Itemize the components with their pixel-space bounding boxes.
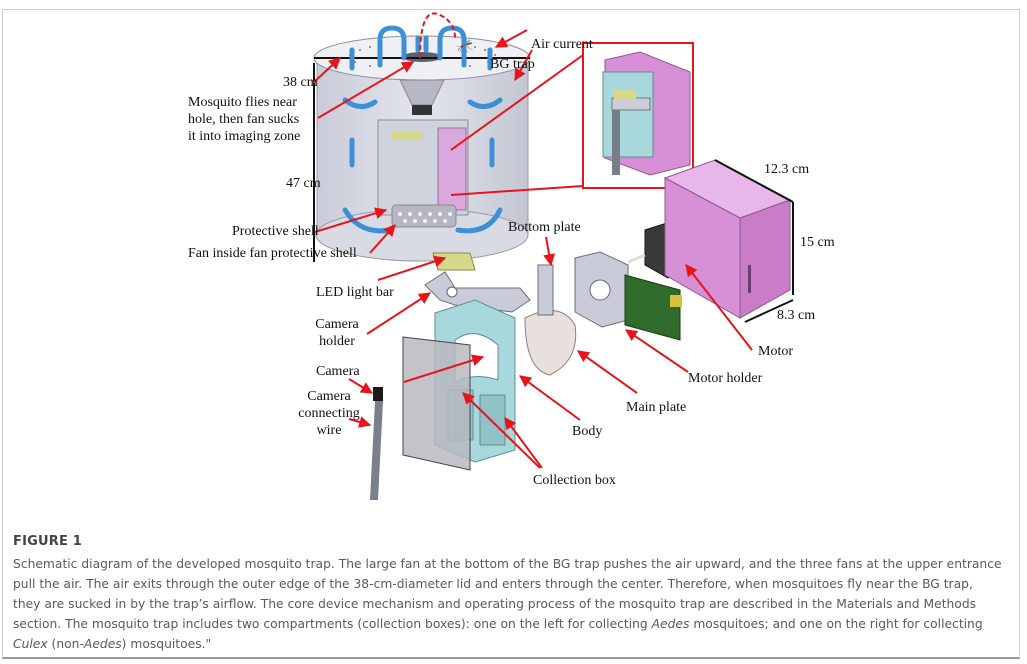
label-bg-trap: BG trap xyxy=(490,57,535,72)
caption-species-culex: Culex xyxy=(13,637,48,651)
label-fan-inside: Fan inside fan protective shell xyxy=(188,246,357,261)
label-bottom-plate: Bottom plate xyxy=(508,220,581,235)
label-camera-holder-1: Camera xyxy=(315,317,359,332)
label-collection-box: Collection box xyxy=(533,473,616,488)
label-mosquito-note-1: Mosquito flies near xyxy=(188,95,297,110)
label-camera-wire-3: wire xyxy=(316,423,342,438)
label-body: Body xyxy=(572,424,603,439)
figure-diagram: 🦟 xyxy=(188,12,835,500)
enclosure-part xyxy=(663,159,794,323)
motor-holder-part xyxy=(574,251,629,328)
mosquito-icon: 🦟 xyxy=(456,37,474,53)
camera-wire-part xyxy=(370,387,383,500)
label-trap-height: 47 cm xyxy=(286,176,321,191)
caption-species-aedes-2: Aedes xyxy=(83,637,122,651)
label-motor-holder: Motor holder xyxy=(688,371,763,386)
caption-species-aedes: Aedes xyxy=(651,617,690,631)
main-plate-part xyxy=(524,264,577,376)
label-motor: Motor xyxy=(758,344,793,359)
label-led-light-bar: LED light bar xyxy=(316,285,394,300)
label-camera: Camera xyxy=(316,364,360,379)
camera-holder-part xyxy=(424,271,531,313)
label-box-height: 15 cm xyxy=(800,235,835,250)
caption-part-3: (non- xyxy=(47,637,84,651)
mosquito-path xyxy=(419,12,456,59)
inset-zoom-box xyxy=(582,42,694,189)
label-lid-diameter: 38 cm xyxy=(283,75,318,90)
label-box-depth: 8.3 cm xyxy=(777,308,816,323)
trap-schematic: 🦟 xyxy=(312,12,794,500)
leader-lines xyxy=(312,29,753,469)
pcb-part xyxy=(624,274,682,341)
bg-trap xyxy=(313,35,531,262)
label-main-plate: Main plate xyxy=(626,400,687,415)
caption-text: Schematic diagram of the developed mosqu… xyxy=(13,554,1003,654)
caption-part-4: ) mosquitoes." xyxy=(121,637,212,651)
led-light-bar-part xyxy=(432,252,476,271)
caption-part-2: mosquitoes; and one on the right for col… xyxy=(689,617,983,631)
inset-leader-bottom xyxy=(450,185,584,196)
caption-part-1: Schematic diagram of the developed mosqu… xyxy=(13,557,1002,631)
label-camera-wire-2: connecting xyxy=(298,406,360,421)
label-mosquito-note-3: it into imaging zone xyxy=(188,129,301,144)
label-protective-shell: Protective shell xyxy=(232,224,319,239)
label-mosquito-note-2: hole, then fan sucks xyxy=(188,112,300,127)
label-air-current: Air current xyxy=(531,37,593,52)
figure-title: FIGURE 1 xyxy=(13,534,83,549)
label-camera-wire-1: Camera xyxy=(307,389,351,404)
inset-leader-top xyxy=(450,54,584,151)
figure-caption: FIGURE 1 Schematic diagram of the develo… xyxy=(13,534,1003,654)
cover-plate-part xyxy=(402,336,471,471)
inset-device xyxy=(602,51,691,176)
air-flow-arrows xyxy=(342,25,503,234)
label-box-width: 12.3 cm xyxy=(764,162,810,177)
label-camera-holder-2: holder xyxy=(319,334,355,349)
